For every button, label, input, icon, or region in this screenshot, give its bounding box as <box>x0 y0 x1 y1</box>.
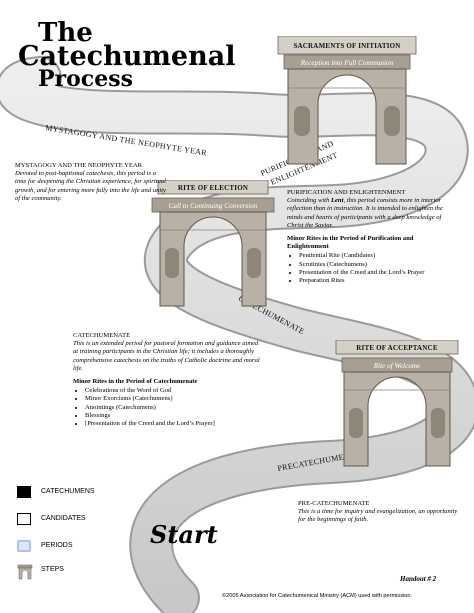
copyright-text: ©2005 Association for Catechumenical Min… <box>222 593 413 599</box>
title-line-2: Catechumenal <box>18 41 236 72</box>
arch-acceptance: RITE OF ACCEPTANCE Rite of Welcome <box>335 340 459 467</box>
list-item: Anointings (Catechumens) <box>85 404 263 412</box>
arch-election-sub: Call to Continuing Conversion <box>169 202 258 210</box>
legend-periods-label: PERIODS <box>41 542 73 549</box>
legend-candidates-label: CANDIDATES <box>41 515 86 522</box>
block-purification-list: Penitential Rite (Candidates) Scrutinies… <box>287 252 447 285</box>
block-purification-heading: PURIFICATION AND ENLIGHTENMENT <box>287 189 406 196</box>
handout-label: Handout # 2 <box>400 575 437 583</box>
block-catechumenate-body: This is an extended period for pastoral … <box>73 340 260 372</box>
periods-swatch <box>17 540 31 552</box>
block-precatechumenate-body: This is a time for inquiry and evangeliz… <box>298 508 458 524</box>
block-catechumenate-list: Celebrations of the Word of God Minor Ex… <box>73 387 263 428</box>
start-label: Start <box>150 520 218 549</box>
list-item: Blessings <box>85 412 263 420</box>
block-catechumenate: CATECHUMENATE This is an extended period… <box>73 332 263 428</box>
path-label-mystagogy: MYSTAGOGY AND THE NEOPHYTE YEAR <box>45 123 208 158</box>
legend-steps-label: STEPS <box>41 566 64 573</box>
block-precatechumenate: PRE-CATECHUMENATE This is a time for inq… <box>298 500 458 525</box>
block-purification-subheading: Minor Rites in the Period of Purificatio… <box>287 235 414 251</box>
block-mystagogy: MYSTAGOGY AND THE NEOPHYTE YEAR Devoted … <box>15 162 167 203</box>
arch-initiation: SACRAMENTS OF INITIATION Reception into … <box>277 36 417 165</box>
block-mystagogy-body: Devoted to post-baptismal catechesis, th… <box>15 170 166 202</box>
arch-initiation-sub: Reception into Full Communion <box>300 59 394 67</box>
block-catechumenate-heading: CATECHUMENATE <box>73 332 131 339</box>
legend-catechumens-label: CATECHUMENS <box>41 488 95 495</box>
list-item: Presentation of the Creed and the Lord’s… <box>299 269 447 277</box>
catechumens-swatch <box>17 486 31 498</box>
block-purification: PURIFICATION AND ENLIGHTENMENT Coincidin… <box>287 189 447 285</box>
arch-acceptance-sub: Rite of Welcome <box>373 362 421 370</box>
list-item: Minor Exorcisms (Catechumens) <box>85 395 263 403</box>
list-item: Scrutinies (Catechumens) <box>299 261 447 269</box>
arch-initiation-label: SACRAMENTS OF INITIATION <box>293 42 400 50</box>
title-line-1: The <box>38 18 93 48</box>
block-catechumenate-subheading: Minor Rites in the Period of Catechumena… <box>73 378 198 386</box>
list-item: Penitential Rite (Candidates) <box>299 252 447 260</box>
candidates-swatch <box>17 513 31 525</box>
arch-icon <box>17 564 33 580</box>
list-item: [Presentation of the Creed and the Lord’… <box>85 420 263 428</box>
block-precatechumenate-heading: PRE-CATECHUMENATE <box>298 500 370 507</box>
arch-acceptance-label: RITE OF ACCEPTANCE <box>356 344 438 352</box>
title-line-3: Process <box>38 66 133 92</box>
block-purification-body: Coinciding with Lent, this period consis… <box>287 197 443 229</box>
list-item: Preparation Rites <box>299 277 447 285</box>
block-mystagogy-heading: MYSTAGOGY AND THE NEOPHYTE YEAR <box>15 162 143 169</box>
arch-election-label: RITE OF ELECTION <box>178 184 248 192</box>
arch-election: RITE OF ELECTION Call to Continuing Conv… <box>151 180 275 307</box>
list-item: Celebrations of the Word of God <box>85 387 263 395</box>
